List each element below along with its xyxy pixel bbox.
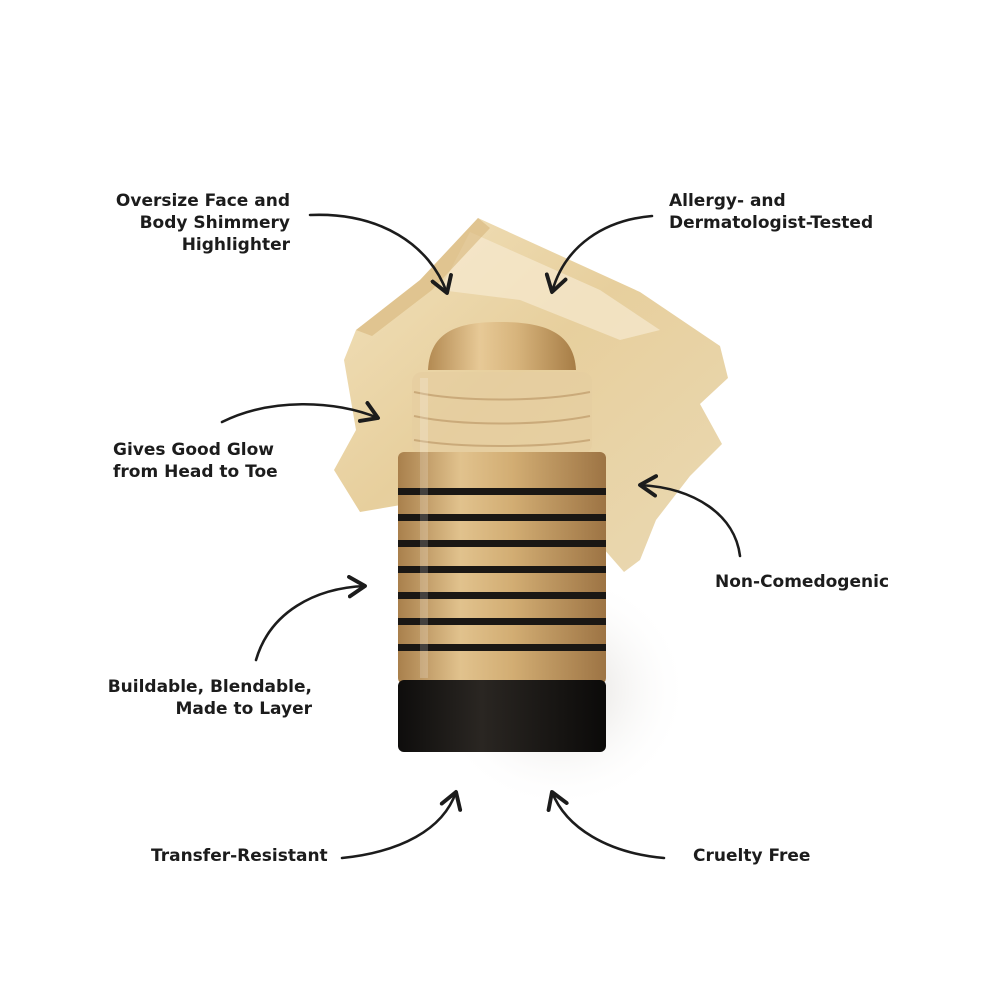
curved-arrow-icons bbox=[220, 213, 742, 860]
arrow-buildable-icon bbox=[254, 574, 367, 662]
callout-oversize-line3: Highlighter bbox=[181, 235, 290, 255]
stick-stripes bbox=[398, 488, 606, 651]
callout-buildable-line1: Buildable, Blendable, bbox=[107, 677, 312, 697]
arrow-noncomedogenic-icon bbox=[638, 474, 742, 558]
callout-noncomedogenic-line1: Non-Comedogenic bbox=[715, 572, 890, 592]
callout-buildable: Buildable, Blendable, Made to Layer bbox=[108, 676, 312, 720]
callout-transfer-resistant: Transfer-Resistant bbox=[151, 845, 328, 867]
callout-oversize-line1: Oversize Face and bbox=[115, 191, 290, 211]
stick-bullet bbox=[428, 322, 576, 370]
callout-glow-line2: from Head to Toe bbox=[113, 462, 278, 482]
callout-oversize-highlighter: Oversize Face and Body Shimmery Highligh… bbox=[116, 190, 290, 256]
arrow-glow-icon bbox=[220, 401, 380, 424]
stick-glare bbox=[420, 378, 428, 678]
arrow-transfer-icon bbox=[340, 790, 463, 860]
callout-transfer-line1: Transfer-Resistant bbox=[151, 846, 328, 866]
arrow-allergy-icon bbox=[544, 214, 654, 294]
arrow-oversize-icon bbox=[308, 213, 453, 295]
arrow-cruelty-icon bbox=[546, 790, 666, 860]
swatch-edge bbox=[356, 218, 490, 336]
callout-allergy-line2: Dermatologist-Tested bbox=[669, 213, 874, 233]
stick-clear-collar bbox=[412, 372, 592, 454]
callout-glow-line1: Gives Good Glow bbox=[113, 440, 274, 460]
callout-buildable-line2: Made to Layer bbox=[175, 699, 312, 719]
callout-cruelty-line1: Cruelty Free bbox=[693, 846, 811, 866]
stick-cap bbox=[398, 680, 606, 752]
collar-threads bbox=[413, 391, 591, 447]
callout-good-glow: Gives Good Glow from Head to Toe bbox=[113, 439, 278, 483]
callout-non-comedogenic: Non-Comedogenic bbox=[715, 571, 889, 593]
callout-allergy-tested: Allergy- and Dermatologist-Tested bbox=[669, 190, 873, 234]
callout-cruelty-free: Cruelty Free bbox=[693, 845, 810, 867]
highlighter-stick bbox=[398, 322, 606, 752]
callout-allergy-line1: Allergy- and bbox=[669, 191, 786, 211]
callout-oversize-line2: Body Shimmery bbox=[139, 213, 290, 233]
